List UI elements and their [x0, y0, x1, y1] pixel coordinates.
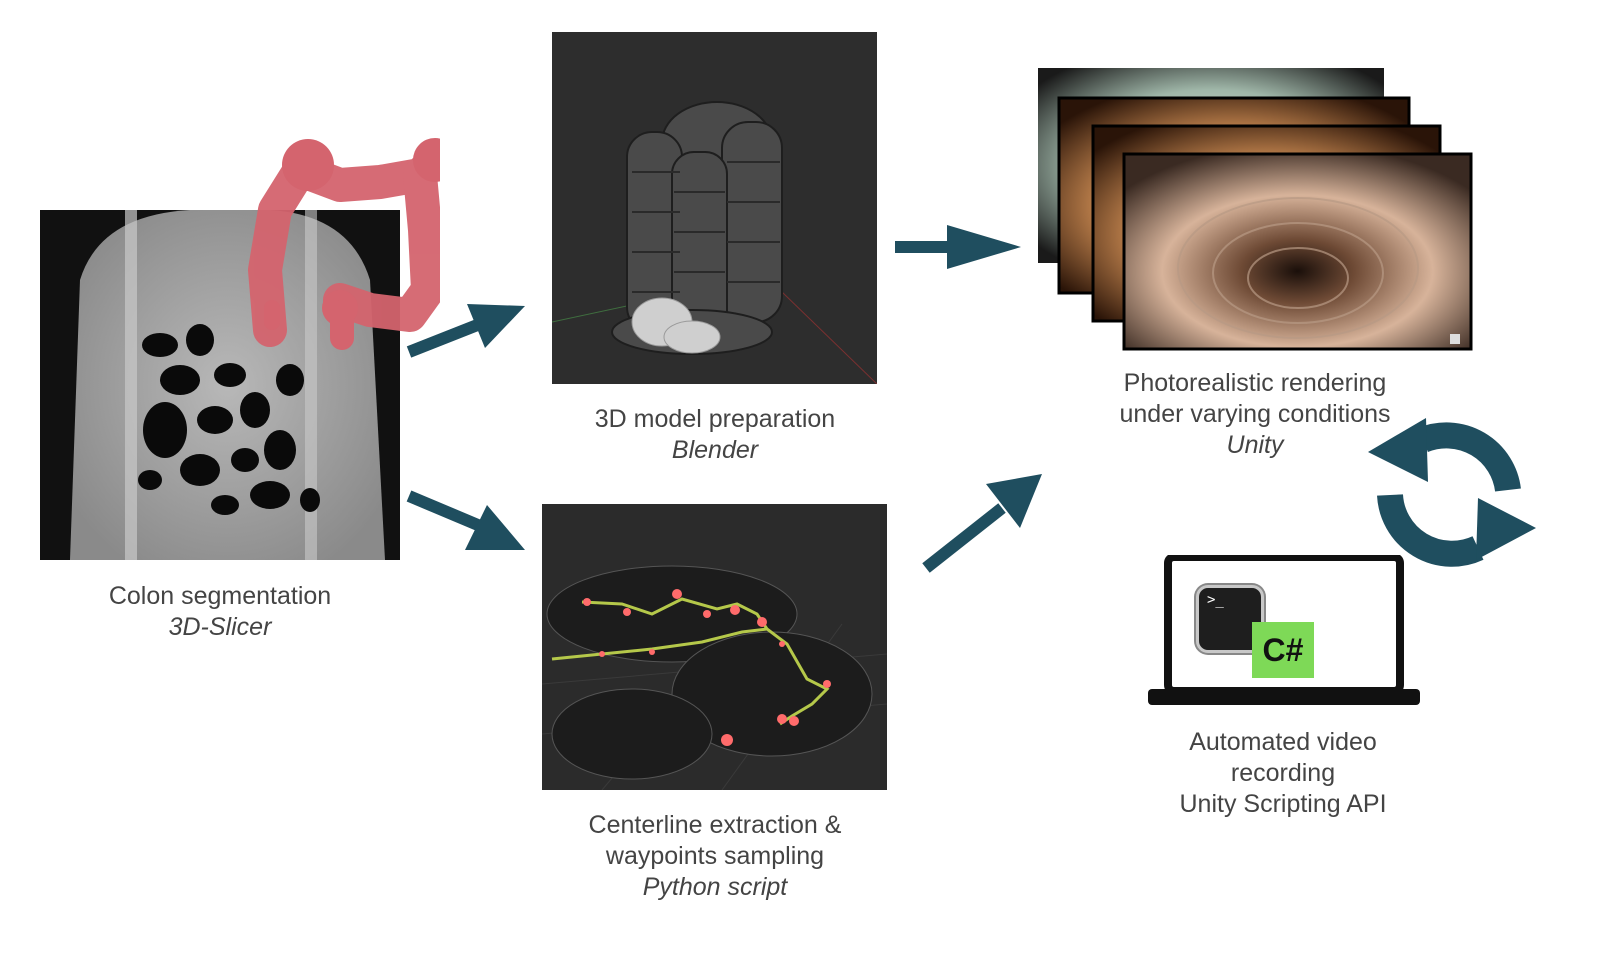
model-prep-title: 3D model preparation	[594, 405, 836, 433]
arrow-model-to-rendering	[895, 225, 1021, 269]
centerline-tool: Python script	[642, 873, 788, 901]
recording-title-line2: recording	[1230, 759, 1336, 787]
rendering-tool: Unity	[1226, 431, 1284, 459]
recording-caption: Automated video recording Unity Scriptin…	[1083, 727, 1483, 820]
arrow-centerline-to-rendering	[922, 474, 1042, 573]
recording-tool: Unity Scripting API	[1179, 790, 1387, 818]
arrow-segmentation-to-model	[406, 304, 525, 358]
rendering-caption: Photorealistic rendering under varying c…	[1055, 368, 1455, 461]
endoscopy-frames	[1038, 68, 1478, 353]
centerline-render	[542, 504, 887, 790]
ct-scan-image	[40, 130, 440, 562]
recording-title-line1: Automated video	[1189, 728, 1377, 756]
segmentation-tool: 3D-Slicer	[168, 613, 272, 641]
model-prep-caption: 3D model preparation Blender	[515, 404, 915, 466]
centerline-title-line2: waypoints sampling	[605, 842, 825, 870]
segmentation-title: Colon segmentation	[108, 582, 332, 610]
terminal-prompt: >_	[1207, 592, 1224, 608]
centerline-title-line1: Centerline extraction &	[588, 811, 842, 839]
model-prep-tool: Blender	[671, 436, 759, 464]
laptop-icon: >_ C#	[1148, 555, 1420, 707]
rendering-title-line1: Photorealistic rendering	[1123, 369, 1387, 397]
refresh-cycle-icon	[1368, 410, 1538, 570]
arrow-segmentation-to-centerline	[406, 490, 525, 550]
rendering-title-line2: under varying conditions	[1119, 400, 1391, 428]
csharp-label: C#	[1262, 631, 1304, 668]
colon-model-render	[552, 32, 877, 384]
csharp-icon: C#	[1252, 622, 1314, 678]
centerline-caption: Centerline extraction & waypoints sampli…	[515, 810, 915, 903]
segmentation-caption: Colon segmentation 3D-Slicer	[20, 581, 420, 643]
